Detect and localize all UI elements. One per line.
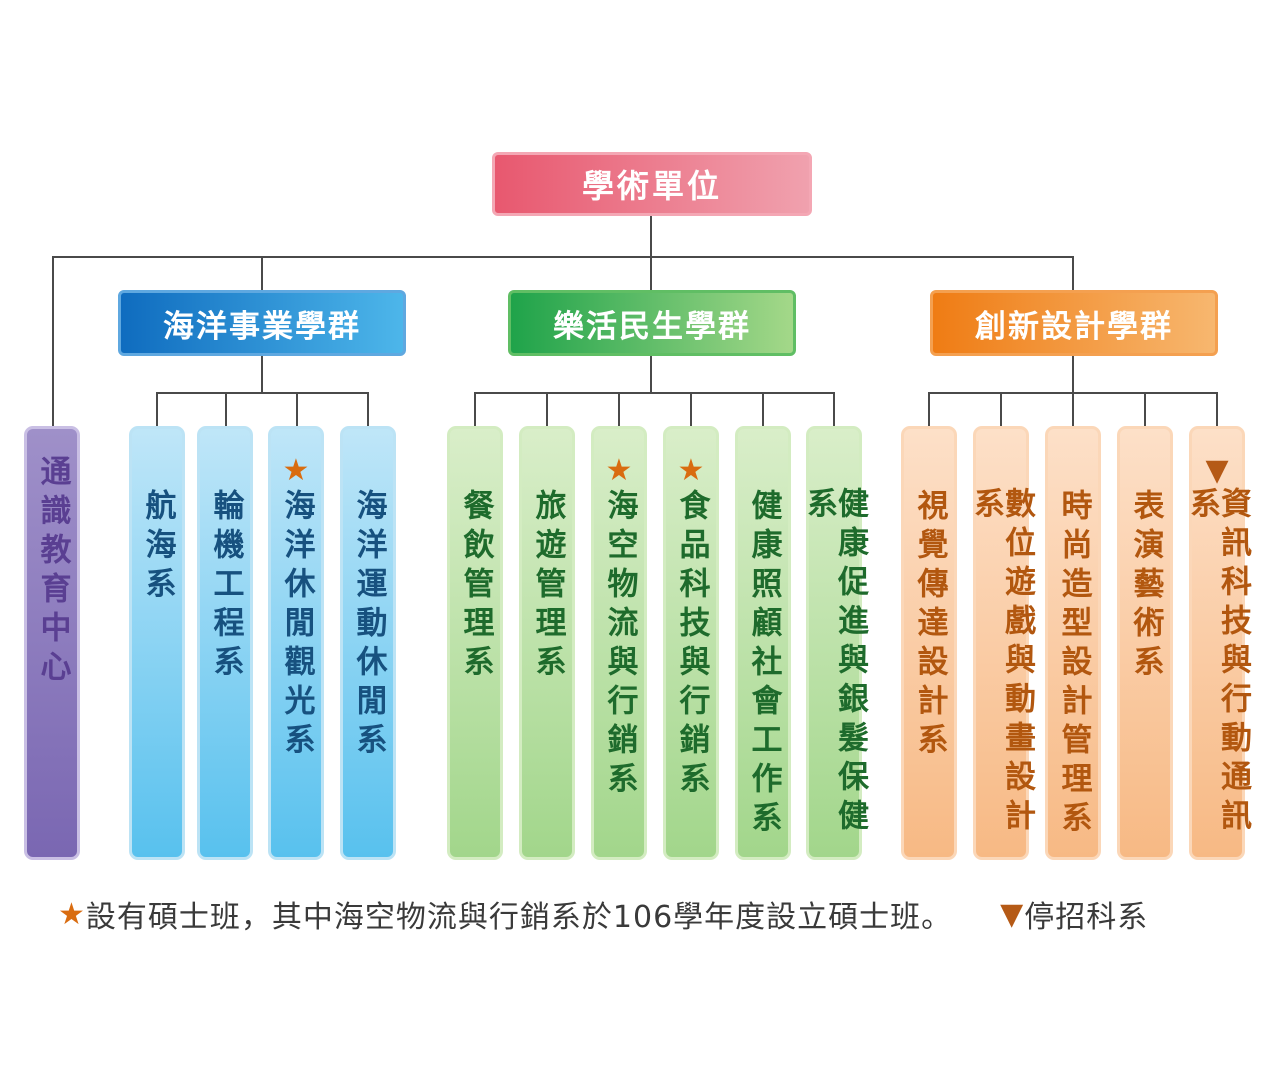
dept-label: 健康促進與銀髮保健系 [801, 487, 868, 839]
root-node-academic-units: 學術單位 [492, 152, 812, 216]
connector-life-drop [650, 256, 652, 292]
root-label: 學術單位 [581, 167, 722, 205]
triangle-down-icon: ▼ [1000, 896, 1025, 932]
connector-dept-drop [1216, 392, 1218, 428]
connector-dept-drop [762, 392, 764, 428]
legend-star-text: 設有碩士班，其中海空物流與行銷系於106學年度設立碩士班。 [85, 900, 953, 935]
dept-label: 餐飲管理系 [457, 489, 494, 684]
connector-dept-drop [546, 392, 548, 428]
group-label: 創新設計學群 [975, 308, 1173, 345]
connector-dept-drop [618, 392, 620, 428]
dept-visual-communication-design: 視覺傳達設計系 [901, 426, 957, 860]
dept-label: 表演藝術系 [1127, 489, 1164, 684]
dept-food-science-marketing: ★ 食品科技與行銷系 [663, 426, 719, 860]
connector-dept-drop [296, 392, 298, 428]
dept-label: 時尚造型設計管理系 [1055, 489, 1092, 840]
connector-dept-drop [690, 392, 692, 428]
connector-ocean-bus [156, 392, 368, 394]
star-icon: ★ [605, 453, 633, 488]
connector-dept-drop [1000, 392, 1002, 428]
dept-digital-game-animation-design: 數位遊戲與動畫設計系 [968, 426, 1035, 860]
group-innovative-design: 創新設計學群 [930, 290, 1218, 356]
dept-information-technology-mobile-communication: ▼ 資訊科技與行動通訊系 [1184, 426, 1251, 860]
dept-label: 食品科技與行銷系 [673, 489, 710, 801]
star-icon: ★ [677, 453, 705, 488]
legend-tri-text: 停招科系 [1024, 900, 1149, 935]
triangle-down-icon: ▼ [1205, 453, 1229, 488]
dept-general-education-center: 通識教育中心 [24, 426, 80, 860]
dept-tourism-management: 旅遊管理系 [519, 426, 575, 860]
group-lohas-livelihood: 樂活民生學群 [508, 290, 796, 356]
connector-life-stem [650, 356, 652, 394]
dept-label: 視覺傳達設計系 [911, 489, 948, 762]
connector-design-drop [1072, 256, 1074, 292]
connector-top-bus [52, 256, 1074, 258]
dept-label: 海洋休閒觀光系 [278, 489, 315, 762]
dept-marine-engineering: 輪機工程系 [197, 426, 253, 860]
connector-dept-drop [474, 392, 476, 428]
dept-label: 海空物流與行銷系 [601, 489, 638, 801]
connector-root-down [650, 216, 652, 258]
connector-dept-drop [1144, 392, 1146, 428]
dept-label: 海洋運動休閒系 [350, 489, 387, 762]
connector-ocean-drop [261, 256, 263, 292]
dept-fashion-styling-design-management: 時尚造型設計管理系 [1045, 426, 1101, 860]
dept-marine-leisure-tourism: ★ 海洋休閒觀光系 [268, 426, 324, 860]
connector-dept-drop [225, 392, 227, 428]
connector-life-bus [474, 392, 834, 394]
dept-label: 資訊科技與行動通訊系 [1184, 487, 1251, 839]
connector-dept-drop [156, 392, 158, 428]
connector-dept-drop [1072, 392, 1074, 428]
star-icon: ★ [58, 896, 86, 932]
group-ocean-business: 海洋事業學群 [118, 290, 406, 356]
dept-label: 旅遊管理系 [529, 489, 566, 684]
dept-marine-sports-recreation: 海洋運動休閒系 [340, 426, 396, 860]
legend: ★ 設有碩士班，其中海空物流與行銷系於106學年度設立碩士班。 ▼ 停招科系 [58, 892, 1238, 936]
connector-dept-drop [367, 392, 369, 428]
dept-food-beverage-management: 餐飲管理系 [447, 426, 503, 860]
dept-health-care-social-work: 健康照顧社會工作系 [735, 426, 791, 860]
dept-navigation: 航海系 [129, 426, 185, 860]
dept-label: 通識教育中心 [34, 455, 71, 689]
dept-label: 健康照顧社會工作系 [745, 489, 782, 840]
group-label: 樂活民生學群 [553, 308, 751, 345]
dept-label: 航海系 [139, 489, 176, 606]
connector-general-drop [52, 256, 54, 428]
connector-design-stem [1072, 356, 1074, 394]
dept-performing-arts: 表演藝術系 [1117, 426, 1173, 860]
group-label: 海洋事業學群 [163, 308, 361, 345]
dept-health-promotion-gerontology: 健康促進與銀髮保健系 [801, 426, 868, 860]
star-icon: ★ [282, 453, 310, 488]
connector-dept-drop [928, 392, 930, 428]
dept-label: 輪機工程系 [207, 489, 244, 684]
dept-label: 數位遊戲與動畫設計系 [968, 487, 1035, 839]
connector-dept-drop [833, 392, 835, 428]
dept-shipping-logistics-marketing: ★ 海空物流與行銷系 [591, 426, 647, 860]
connector-ocean-stem [261, 356, 263, 394]
